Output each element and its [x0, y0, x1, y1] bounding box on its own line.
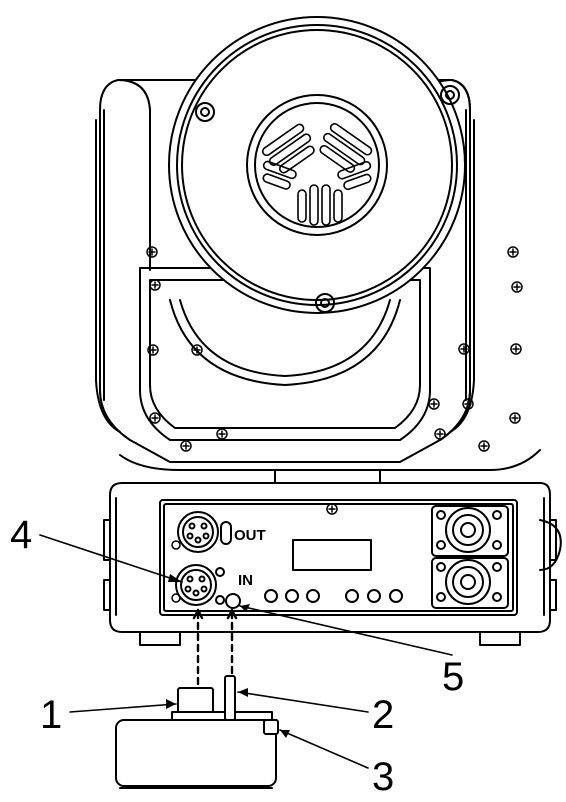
head — [168, 16, 466, 314]
callout-4: 4 — [10, 513, 32, 557]
sensor-led — [225, 593, 241, 609]
control-buttons — [264, 589, 403, 603]
yoke-screws — [146, 246, 523, 452]
callout-arrowheads — [166, 574, 290, 738]
dmx-out-connector — [177, 511, 232, 553]
display-screen — [292, 539, 372, 571]
callout-1: 1 — [40, 693, 62, 737]
callout-lines — [39, 534, 453, 769]
wireless-dmx-module — [115, 675, 279, 789]
out-label: OUT — [234, 527, 266, 544]
callout-5: 5 — [442, 655, 464, 699]
insertion-guides — [192, 608, 238, 687]
in-label: IN — [238, 572, 253, 589]
neck — [274, 469, 381, 485]
lens-grille — [261, 122, 373, 226]
power-out-connector — [431, 557, 509, 609]
callout-2: 2 — [372, 693, 394, 737]
power-in-connector — [431, 505, 509, 557]
dmx-in-connector — [175, 564, 225, 606]
yoke-edge — [119, 449, 541, 471]
base — [103, 482, 562, 646]
callout-3: 3 — [372, 755, 394, 798]
